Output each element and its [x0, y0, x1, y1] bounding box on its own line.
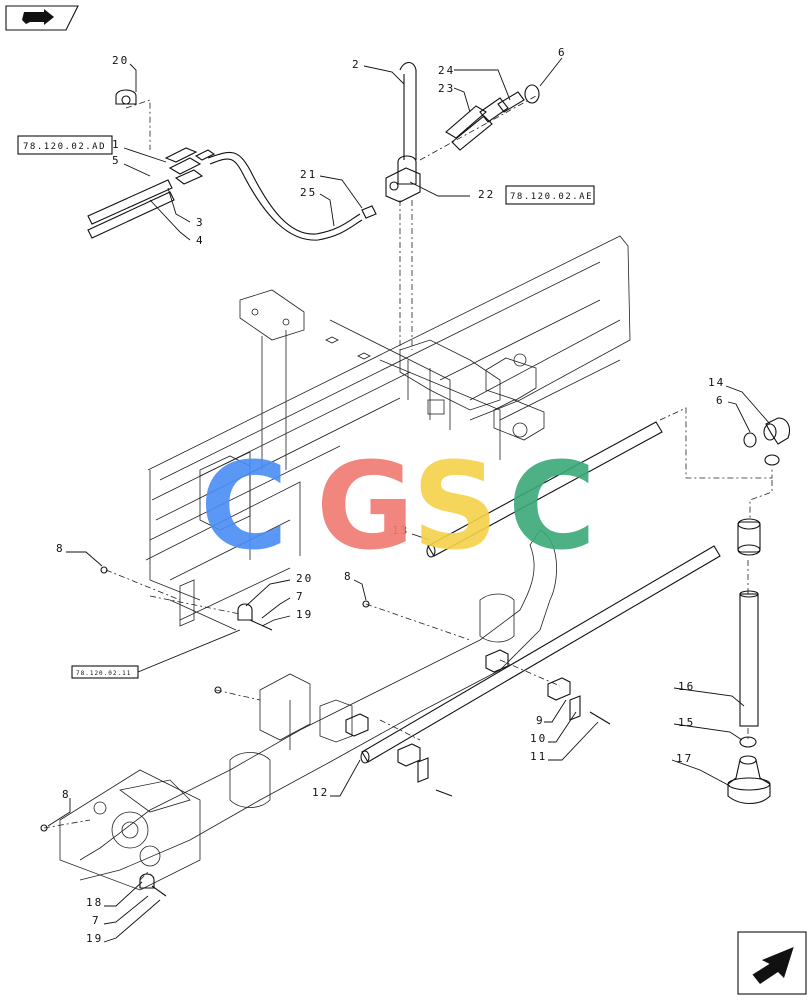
callout-c13[interactable]: 13	[392, 524, 409, 537]
callout-c18[interactable]: 18	[86, 896, 103, 909]
callout-c15[interactable]: 15	[678, 716, 695, 729]
tube-12	[360, 545, 721, 764]
callout-c7b[interactable]: 7	[92, 914, 101, 927]
sleeve-top	[737, 518, 761, 556]
callout-c10[interactable]: 10	[530, 732, 547, 745]
callout-c3[interactable]: 3	[196, 216, 205, 229]
callout-c5[interactable]: 5	[112, 154, 121, 167]
ring-small	[764, 454, 780, 466]
callout-c11[interactable]: 11	[530, 750, 547, 763]
watermark-letter-4: C	[508, 438, 596, 577]
callout-c22[interactable]: 22	[478, 188, 495, 201]
watermark-letter-3: S	[412, 438, 498, 577]
callout-c8c[interactable]: 8	[62, 788, 71, 801]
ref-ad-text: 78.120.02.AD	[23, 142, 106, 152]
callout-c17[interactable]: 17	[676, 752, 693, 765]
ring-15	[739, 736, 757, 748]
callout-c8b[interactable]: 8	[344, 570, 353, 583]
spout-17	[727, 755, 771, 805]
ref-box-ad[interactable]: 78.120.02.AD	[17, 135, 113, 155]
nav-book-icon[interactable]	[5, 5, 79, 31]
header-frame-assembly	[145, 235, 631, 631]
callout-c20b[interactable]: 20	[296, 572, 313, 585]
callout-c16[interactable]: 16	[678, 680, 695, 693]
watermark-letter-2: G	[316, 438, 415, 577]
ring-6	[743, 432, 757, 448]
ref-ae-text: 78.120.02.AE	[510, 192, 593, 202]
callout-c4[interactable]: 4	[196, 234, 205, 247]
callout-c21[interactable]: 21	[300, 168, 317, 181]
leader-lines	[47, 57, 771, 943]
ref-box-ae[interactable]: 78.120.02.AE	[505, 185, 595, 205]
callout-c14[interactable]: 14	[708, 376, 725, 389]
auger-tube-assembly	[59, 529, 557, 891]
assembly-centerlines	[43, 95, 773, 881]
callout-c7a[interactable]: 7	[296, 590, 305, 603]
callout-c1[interactable]: 1	[112, 138, 121, 151]
callout-c19b[interactable]: 19	[86, 932, 103, 945]
tube-13	[426, 421, 663, 558]
callout-c23[interactable]: 23	[438, 82, 455, 95]
callout-c12[interactable]: 12	[312, 786, 329, 799]
nav-back-arrow-icon[interactable]	[737, 931, 807, 995]
tube-16	[739, 590, 759, 727]
callout-c8a[interactable]: 8	[56, 542, 65, 555]
ref-11-text: 78.120.02.11	[76, 670, 131, 677]
callout-c25[interactable]: 25	[300, 186, 317, 199]
callout-c19a[interactable]: 19	[296, 608, 313, 621]
watermark-letter-1: C	[200, 438, 288, 577]
callout-c9[interactable]: 9	[536, 714, 545, 727]
callout-c6a[interactable]: 6	[558, 46, 567, 59]
callout-c24[interactable]: 24	[438, 64, 455, 77]
hose-and-fittings	[87, 61, 540, 241]
clips-and-bolts	[40, 566, 611, 897]
callout-c2[interactable]: 2	[352, 58, 361, 71]
callout-c6b[interactable]: 6	[716, 394, 725, 407]
ref-box-11[interactable]: 78.120.02.11	[71, 665, 139, 679]
callout-c20a[interactable]: 20	[112, 54, 129, 67]
